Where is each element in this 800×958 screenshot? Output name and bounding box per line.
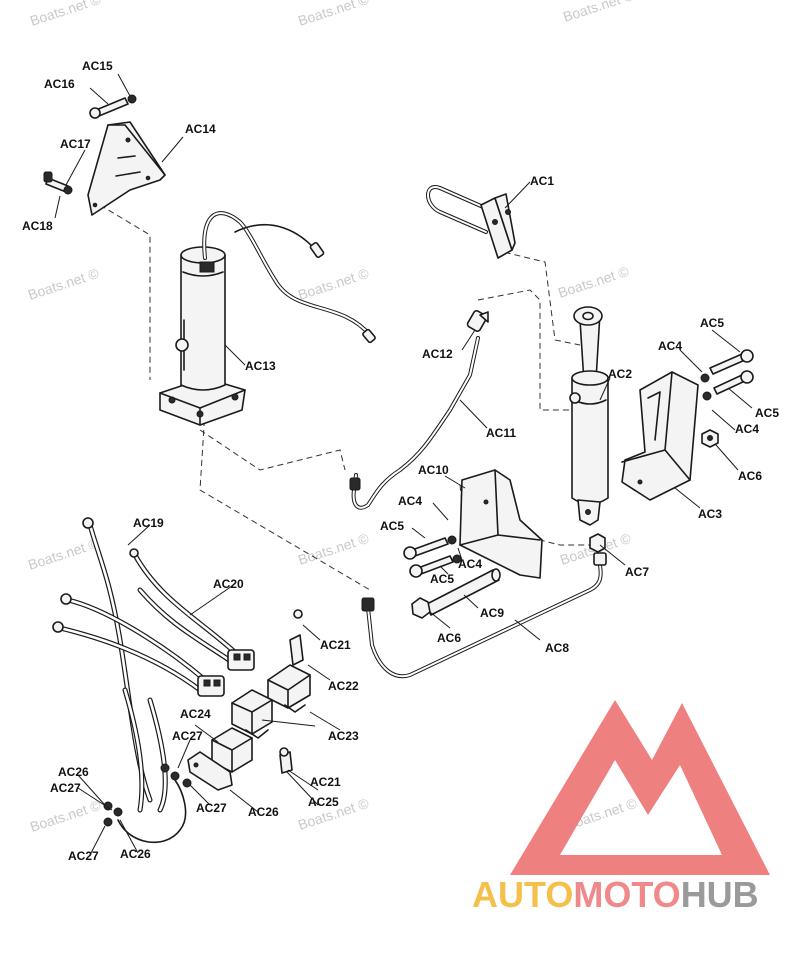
label-ac26-bottom: AC26: [120, 847, 151, 861]
label-ac3: AC3: [698, 507, 722, 521]
label-ac1: AC1: [530, 174, 554, 188]
label-ac12: AC12: [422, 347, 453, 361]
watermark: Boats.net ©: [296, 265, 371, 303]
relay-ac24: [187, 727, 253, 791]
handle-ac1: [426, 185, 516, 259]
watermark: Boats.net ©: [296, 0, 371, 29]
label-ac11: AC11: [486, 426, 516, 440]
label-ac9: AC9: [480, 606, 504, 620]
bolts-ac5-left: [403, 535, 462, 578]
pump-cylinder-ac13: [159, 246, 246, 426]
logo-text-hub: HUB: [681, 874, 759, 915]
watermark: Boats.net ©: [26, 535, 101, 573]
label-ac27-bottom: AC27: [68, 849, 99, 863]
pump-hose: [202, 211, 376, 344]
fitting-ac7: [589, 533, 606, 553]
label-ac7: AC7: [625, 565, 649, 579]
nut-ac6-right: [701, 429, 719, 448]
label-ac21-lower: AC21: [310, 775, 341, 789]
label-ac4-left-top: AC4: [398, 494, 422, 508]
logo-mark: [510, 700, 770, 875]
label-ac10: AC10: [418, 463, 449, 477]
label-ac6-left: AC6: [437, 631, 461, 645]
label-ac6-right: AC6: [738, 469, 762, 483]
bracket-ac14: [87, 121, 166, 216]
label-ac8: AC8: [545, 641, 569, 655]
label-ac5-left-bottom: AC5: [430, 572, 454, 586]
logo-text-auto: AUTO: [472, 874, 573, 915]
label-ac27-center: AC27: [196, 801, 227, 815]
wiring-harness: [52, 517, 255, 844]
part-labels: AC15 AC16 AC14 AC17 AC18 AC13 AC1 AC12 A…: [22, 59, 779, 863]
label-ac27-center-top: AC27: [172, 729, 203, 743]
relay-ac23: [231, 689, 273, 739]
bracket-ac10: [459, 469, 543, 579]
screw-ac21-lower: [279, 747, 293, 774]
label-ac25: AC25: [308, 795, 339, 809]
watermark: Boats.net ©: [28, 797, 103, 835]
label-ac15: AC15: [82, 59, 113, 73]
label-ac19: AC19: [133, 516, 164, 530]
label-ac4-right: AC4: [735, 422, 759, 436]
leader-lines: [54, 73, 753, 856]
label-ac5-left-top: AC5: [380, 519, 404, 533]
hydraulic-line-ac11: [349, 310, 489, 510]
label-ac4-top: AC4: [658, 339, 682, 353]
bolt-ac5-upper: [700, 349, 754, 383]
label-ac5-right: AC5: [755, 406, 779, 420]
watermark: Boats.net ©: [296, 530, 371, 568]
label-ac16: AC16: [44, 77, 75, 91]
logo-text: AUTOMOTOHUB: [472, 874, 759, 915]
watermark: Boats.net ©: [26, 265, 101, 303]
watermark: Boats.net ©: [561, 0, 636, 25]
label-ac2: AC2: [608, 367, 632, 381]
bracket-ac21-upper: [289, 609, 304, 666]
label-ac24: AC24: [180, 707, 211, 721]
relay-ac22: [267, 664, 311, 713]
label-ac26-left: AC26: [58, 765, 89, 779]
bolt-ac5-lower: [702, 370, 754, 401]
label-ac23: AC23: [328, 729, 359, 743]
label-ac5-top: AC5: [700, 316, 724, 330]
label-ac20: AC20: [213, 577, 244, 591]
label-ac14: AC14: [185, 122, 216, 136]
mount-bracket-ac3: [621, 371, 699, 501]
automotohub-logo: AUTOMOTOHUB: [472, 700, 770, 915]
logo-text-moto: MOTO: [573, 874, 680, 915]
label-ac18: AC18: [22, 219, 53, 233]
trim-cylinder-ac2: [569, 306, 609, 526]
watermark: Boats.net ©: [556, 263, 631, 301]
label-ac27-left: AC27: [50, 781, 81, 795]
pin-ac9: [411, 568, 501, 619]
label-ac4-left-bottom: AC4: [458, 557, 482, 571]
label-ac26-center: AC26: [248, 805, 279, 819]
bolt-ac16: [89, 94, 137, 119]
label-ac21-upper: AC21: [320, 638, 351, 652]
hydraulic-line-ac8: [361, 552, 607, 679]
watermark: Boats.net ©: [28, 0, 103, 29]
label-ac13: AC13: [245, 359, 276, 373]
label-ac22: AC22: [328, 679, 359, 693]
bolt-ac18: [43, 171, 73, 195]
hardware-ac26-ac27: [103, 763, 192, 827]
label-ac17: AC17: [60, 137, 91, 151]
